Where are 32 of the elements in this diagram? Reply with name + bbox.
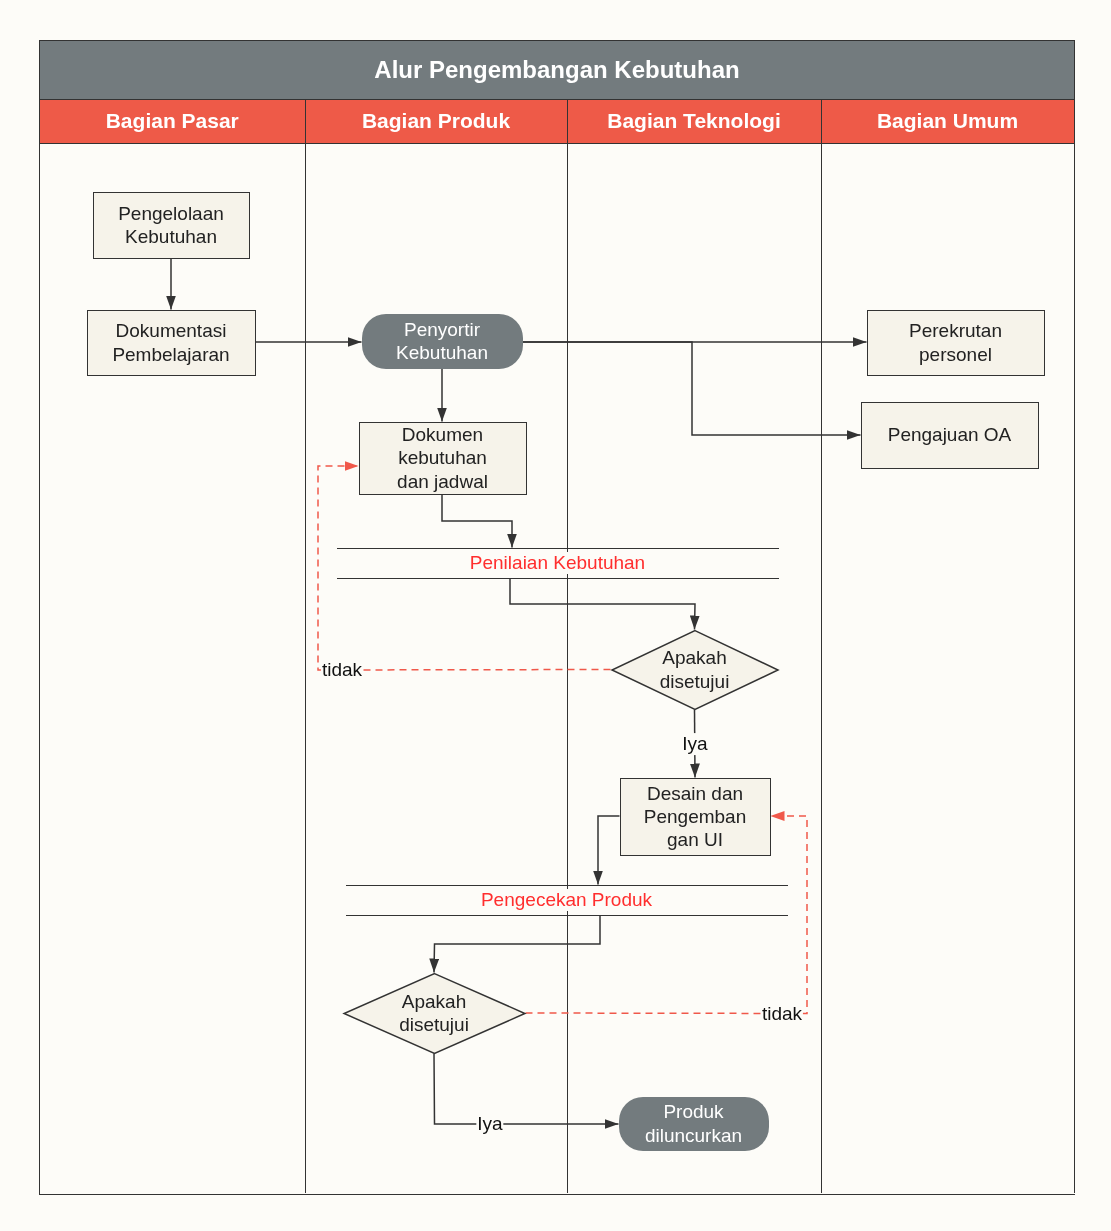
- decision-diamond: Apakah disetujui: [610, 629, 779, 710]
- lane-header: Bagian Produk: [305, 99, 567, 144]
- terminal-node: Produk diluncurkan: [618, 1096, 769, 1151]
- arrow: [254, 337, 363, 347]
- dashed-arrow: [317, 461, 612, 671]
- lane-header: Bagian Pasar: [40, 99, 305, 144]
- process-box: Pengelolaan Kebutuhan: [92, 191, 250, 259]
- dashed-arrow: [524, 811, 808, 1015]
- edge-label: Iya: [681, 733, 709, 755]
- arrow: [429, 914, 601, 974]
- process-box: Perekrutan personel: [866, 309, 1045, 376]
- lane-header: Bagian Teknologi: [567, 99, 821, 144]
- terminal-node: Penyortir Kebutuhan: [361, 313, 523, 369]
- process-band: Penilaian Kebutuhan: [336, 547, 779, 579]
- decision-diamond: Apakah disetujui: [342, 972, 526, 1054]
- process-box: Pengajuan OA: [860, 401, 1039, 469]
- pool-title-bar: Alur Pengembangan Kebutuhan: [40, 41, 1075, 100]
- process-box: Desain dan Pengemban gan UI: [619, 777, 771, 856]
- arrow: [166, 257, 176, 311]
- swimlane: [821, 99, 1075, 1193]
- arrow: [433, 1052, 620, 1129]
- arrow: [521, 341, 862, 440]
- arrow: [437, 367, 447, 423]
- process-box: Dokumen kebutuhan dan jadwal: [358, 421, 527, 495]
- swimlane-pool: [39, 40, 1075, 1195]
- arrow: [593, 815, 621, 886]
- arrow: [441, 493, 517, 549]
- arrow: [509, 577, 700, 631]
- swimlane: [40, 99, 306, 1193]
- process-box: Dokumentasi Pembelajaran: [86, 309, 256, 376]
- process-band: Pengecekan Produk: [345, 884, 788, 916]
- lane-header: Bagian Umum: [821, 99, 1074, 144]
